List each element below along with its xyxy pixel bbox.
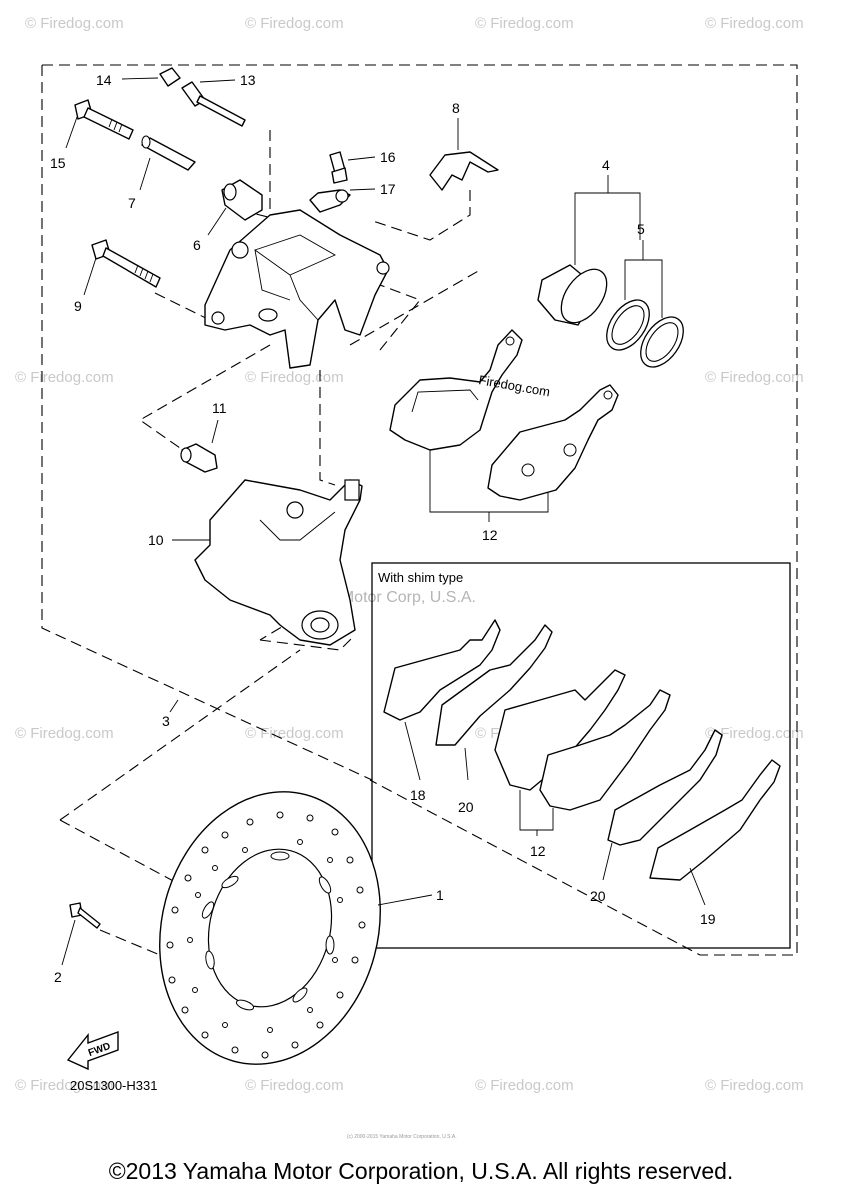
inset-title: With shim type (378, 570, 463, 585)
caliper-body (204, 209, 390, 369)
main-outline (41, 64, 798, 956)
pad-pin (181, 81, 246, 127)
watermark-layer: © Firedog.com © Firedog.com © Firedog.co… (15, 15, 804, 1094)
slide-pin-boot (180, 443, 218, 473)
pin-bolt (74, 99, 134, 140)
fwd-arrow-icon: FWD (66, 1030, 119, 1071)
watermark: © Firedog.com (245, 369, 344, 386)
watermark: © Firedog.com (15, 1077, 114, 1094)
callout-20: 20 (458, 799, 474, 815)
bleed-screw (329, 151, 348, 184)
callout-13: 13 (240, 72, 256, 88)
watermark: © Firedog.com (15, 369, 114, 386)
watermark: © Firedog.com (475, 15, 574, 32)
caliper-pin (141, 135, 196, 171)
caliper-bolt (91, 239, 161, 288)
disc-bolt (69, 902, 101, 929)
callout-6: 6 (193, 237, 201, 253)
callout-1: 1 (436, 887, 444, 903)
watermark: © Firedog.com (245, 725, 344, 742)
copyright-notice: ©2013 Yamaha Motor Corporation, U.S.A. A… (108, 1158, 734, 1184)
watermark: © Firedog.com (705, 1077, 804, 1094)
callout-17: 17 (380, 181, 396, 197)
diagram-code: 20S1300-H331 (70, 1078, 157, 1093)
callout-10: 10 (148, 532, 164, 548)
piston-seals (606, 299, 684, 368)
callout-8: 8 (452, 100, 460, 116)
inset-frame (371, 562, 791, 949)
cap (159, 67, 181, 87)
caliper-piston (537, 264, 608, 326)
callout-15: 15 (50, 155, 66, 171)
callout-5: 5 (637, 221, 645, 237)
watermark: © Firedog.com (245, 1077, 344, 1094)
brake-pad-set: Firedog.com (389, 329, 619, 501)
callout-20: 20 (590, 888, 606, 904)
brake-disc (159, 791, 381, 1065)
callout-4: 4 (602, 157, 610, 173)
watermark: © Firedog.com (245, 15, 344, 32)
watermark: © Firedog.com (475, 1077, 574, 1094)
callout-9: 9 (74, 298, 82, 314)
inset-shim-pads (383, 619, 781, 881)
watermark: © Firedog.com (705, 725, 804, 742)
callout-19: 19 (700, 911, 716, 927)
callout-7: 7 (128, 195, 136, 211)
callout-2: 2 (54, 969, 62, 985)
callout-14: 14 (96, 72, 112, 88)
watermark: © Firedog.com (25, 15, 124, 32)
callout-11: 11 (212, 400, 227, 416)
watermark: © Firedog.com (15, 725, 114, 742)
callout-12: 12 (530, 843, 546, 859)
watermark: © Firedog.com (705, 15, 804, 32)
bleed-cap (309, 189, 351, 213)
caliper-bracket (194, 479, 363, 646)
watermark: © Firedog.com (705, 369, 804, 386)
callout-3: 3 (162, 713, 170, 729)
small-print: (c) 2000-2015 Yamaha Motor Corporation, … (347, 1134, 457, 1140)
bushing (221, 179, 263, 221)
callout-16: 16 (380, 149, 396, 165)
callout-18: 18 (410, 787, 426, 803)
pad-spring (429, 151, 499, 191)
callout-12: 12 (482, 527, 498, 543)
